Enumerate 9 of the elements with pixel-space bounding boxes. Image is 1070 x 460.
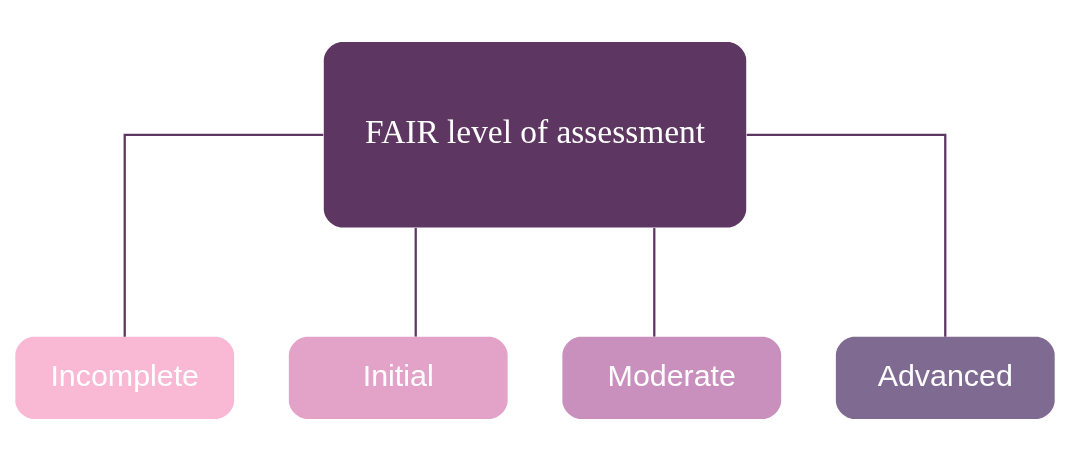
connector — [414, 227, 417, 337]
node-box: Initial — [288, 336, 508, 419]
node-box: FAIR level of assessment — [323, 41, 747, 227]
connector — [653, 227, 656, 337]
node-box: Incomplete — [15, 336, 235, 419]
node-box: Advanced — [835, 336, 1055, 419]
connector — [746, 133, 947, 337]
node-box: Moderate — [562, 336, 782, 419]
connector — [123, 133, 324, 337]
